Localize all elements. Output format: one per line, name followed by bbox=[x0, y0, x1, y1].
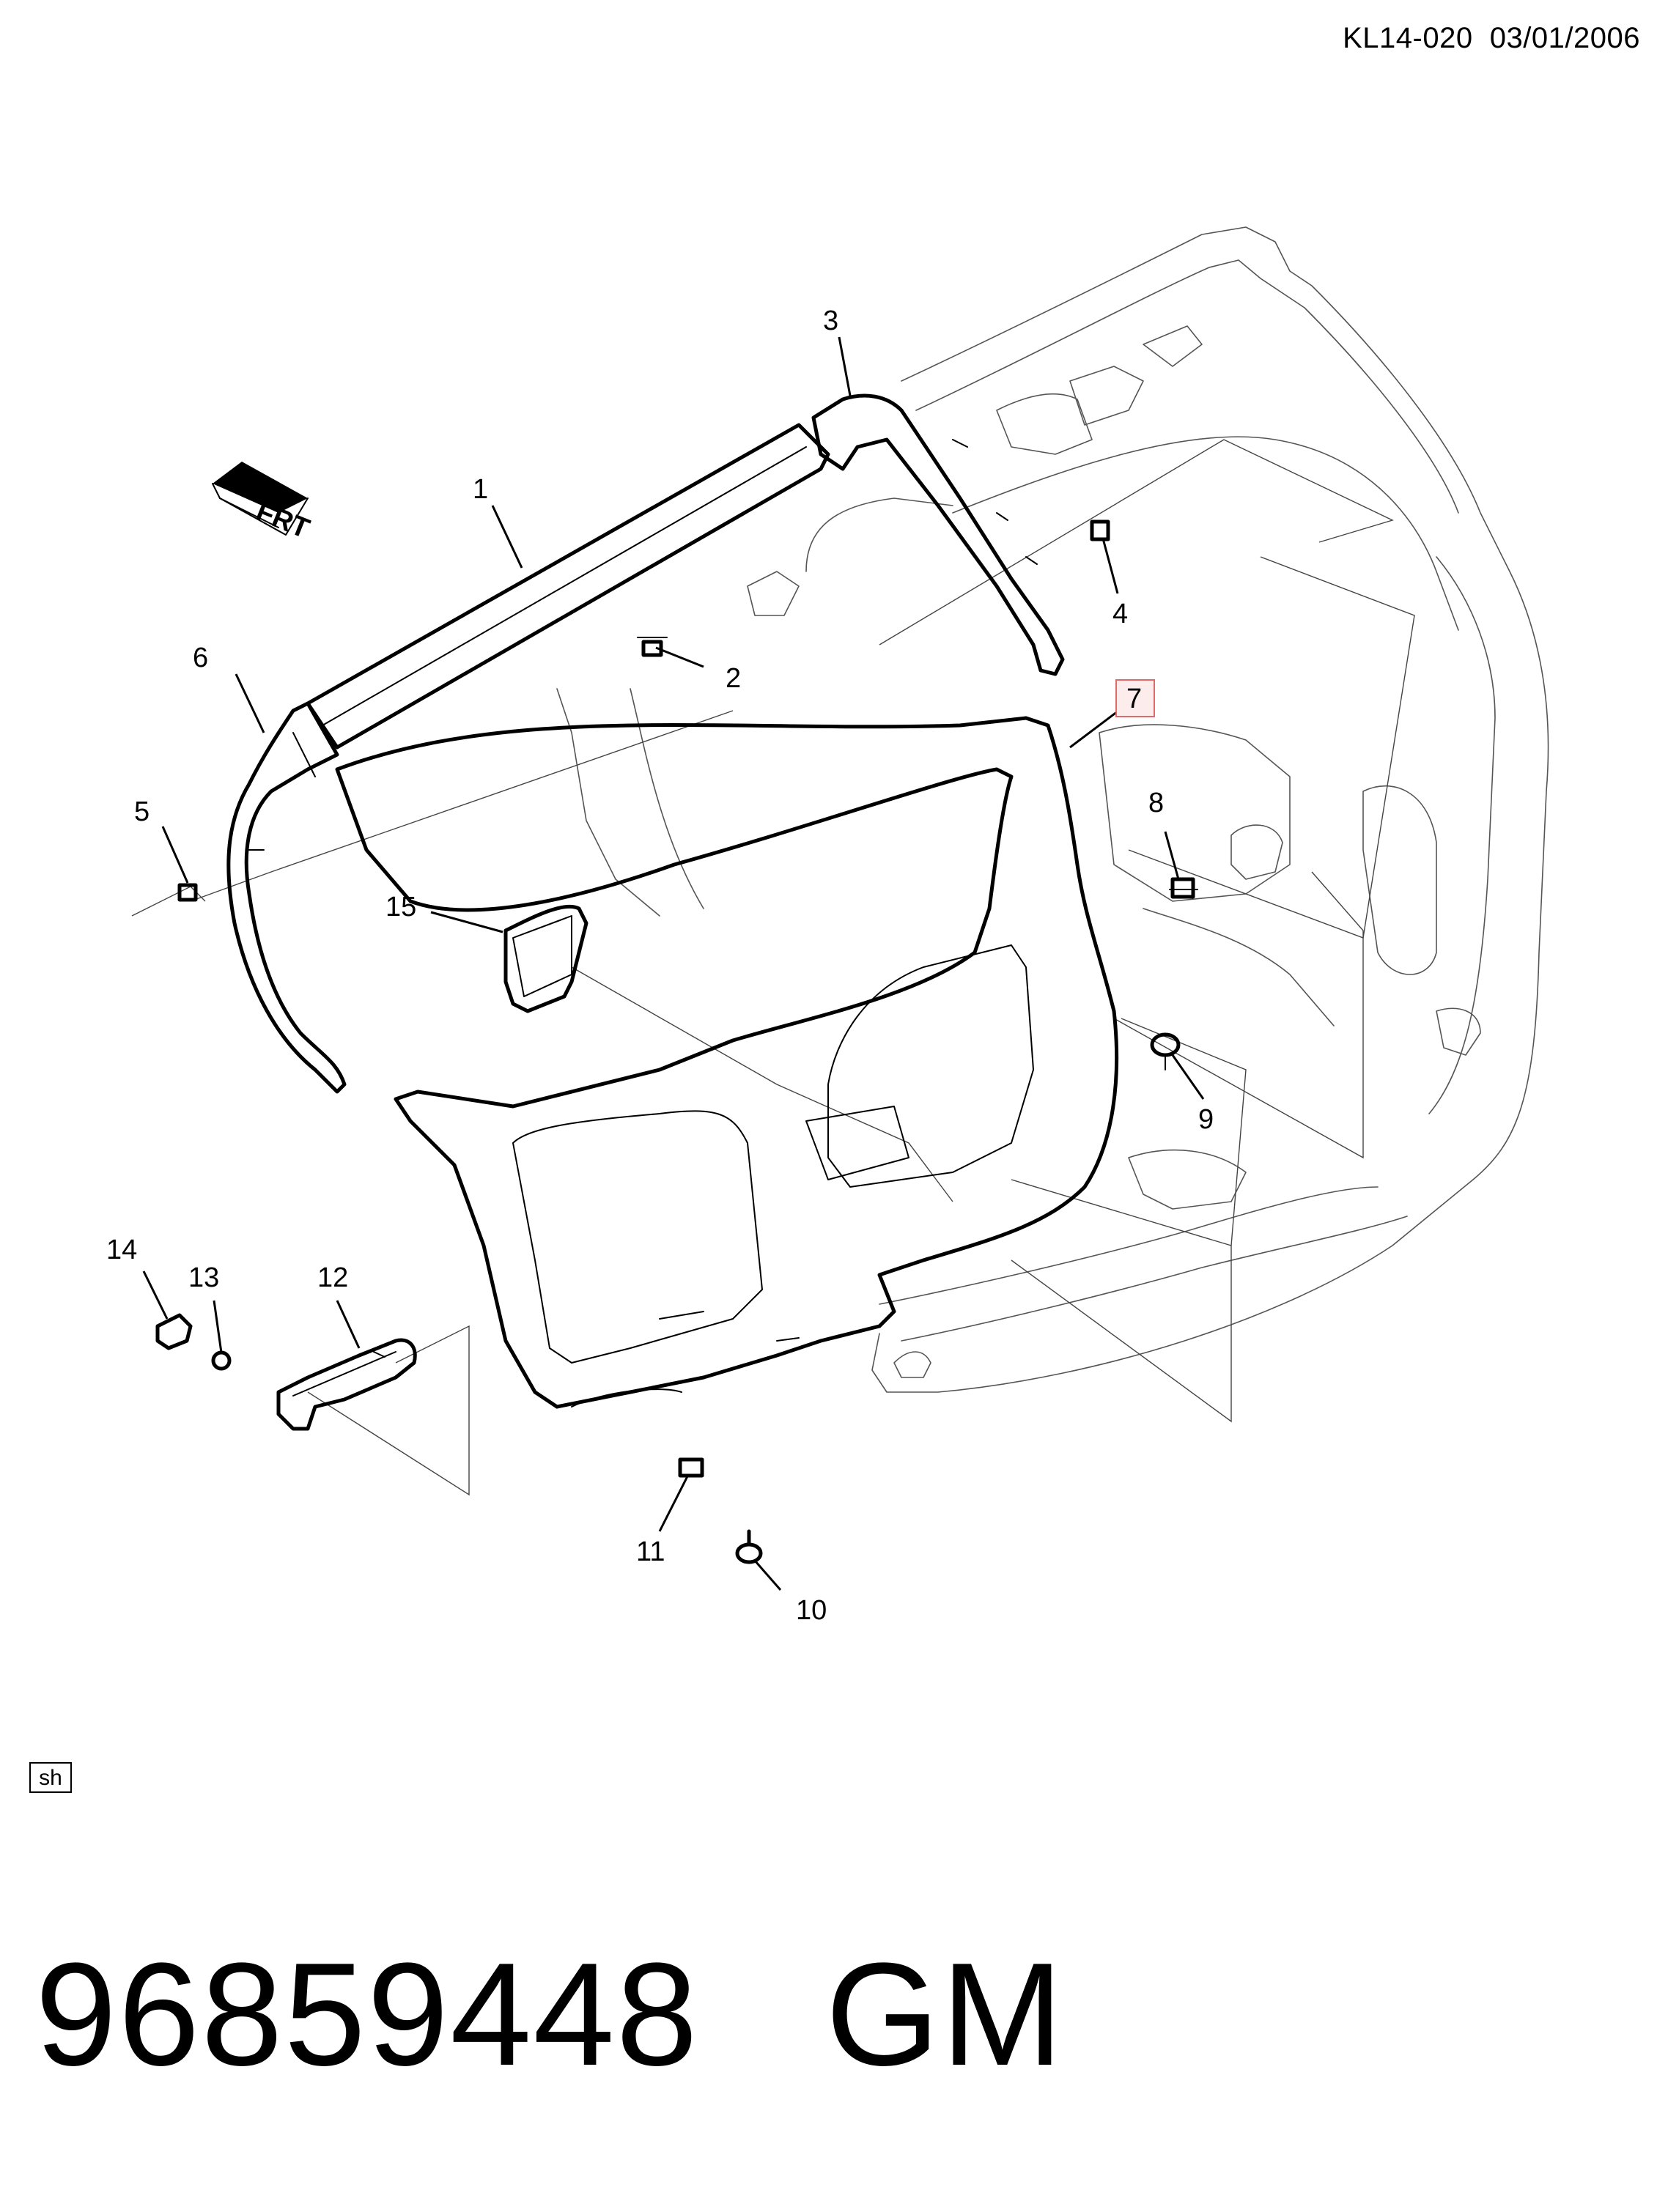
callout-10: 10 bbox=[796, 1595, 827, 1626]
callout-labels: 1 2 3 4 5 6 7 8 9 10 11 12 13 14 15 bbox=[106, 306, 1214, 1626]
part-11-retainer bbox=[678, 1457, 704, 1478]
part-number-label: 96859448 GM bbox=[35, 1933, 1065, 2096]
part-13-screw bbox=[211, 1350, 232, 1371]
callout-7-highlighted: 7 bbox=[1115, 679, 1155, 717]
callout-2: 2 bbox=[726, 663, 741, 694]
callout-leader-lines bbox=[142, 336, 1205, 1591]
part-10-screw bbox=[735, 1529, 763, 1564]
sheet-indicator-box: sh bbox=[29, 1762, 72, 1793]
exploded-view-diagram: FRT 1 2 3 4 5 6 bbox=[106, 226, 1549, 1626]
highlight-box bbox=[1115, 679, 1155, 717]
part-4-clip bbox=[1090, 519, 1110, 541]
part-15-access-cover bbox=[503, 904, 588, 1013]
callout-13: 13 bbox=[188, 1262, 219, 1293]
callout-14: 14 bbox=[106, 1235, 137, 1265]
part-7-lower-trim-panel bbox=[335, 716, 1119, 1409]
part-8-clip bbox=[1169, 877, 1198, 899]
callout-11: 11 bbox=[636, 1536, 665, 1567]
callout-9: 9 bbox=[1198, 1104, 1214, 1135]
front-orientation-arrow: FRT bbox=[212, 462, 314, 544]
fastener-glyphs bbox=[177, 519, 1198, 1564]
callout-12: 12 bbox=[317, 1262, 348, 1293]
callout-5: 5 bbox=[134, 796, 150, 827]
part-1-upper-trim-panel bbox=[306, 423, 830, 750]
part-3-right-pillar-trim bbox=[811, 393, 1065, 676]
diagram-reference-code: KL14-020 03/01/2006 bbox=[1343, 22, 1640, 54]
part-9-push-pin bbox=[1150, 1032, 1181, 1070]
part-6-left-pillar-trim bbox=[226, 701, 347, 1094]
callout-7: 7 bbox=[1126, 684, 1142, 714]
callout-15: 15 bbox=[385, 892, 416, 922]
part-12-pull-handle bbox=[276, 1338, 417, 1431]
assembly-guide-lines bbox=[131, 439, 1415, 1496]
callout-6: 6 bbox=[193, 643, 208, 673]
part-2-clip bbox=[637, 637, 668, 657]
callout-1: 1 bbox=[473, 474, 488, 505]
callout-8: 8 bbox=[1148, 788, 1164, 818]
liftgate-body-outline bbox=[556, 226, 1549, 1393]
part-5-clip bbox=[177, 883, 198, 902]
callout-4: 4 bbox=[1112, 599, 1128, 629]
part-14-cap bbox=[155, 1313, 193, 1350]
callout-3: 3 bbox=[823, 306, 838, 336]
